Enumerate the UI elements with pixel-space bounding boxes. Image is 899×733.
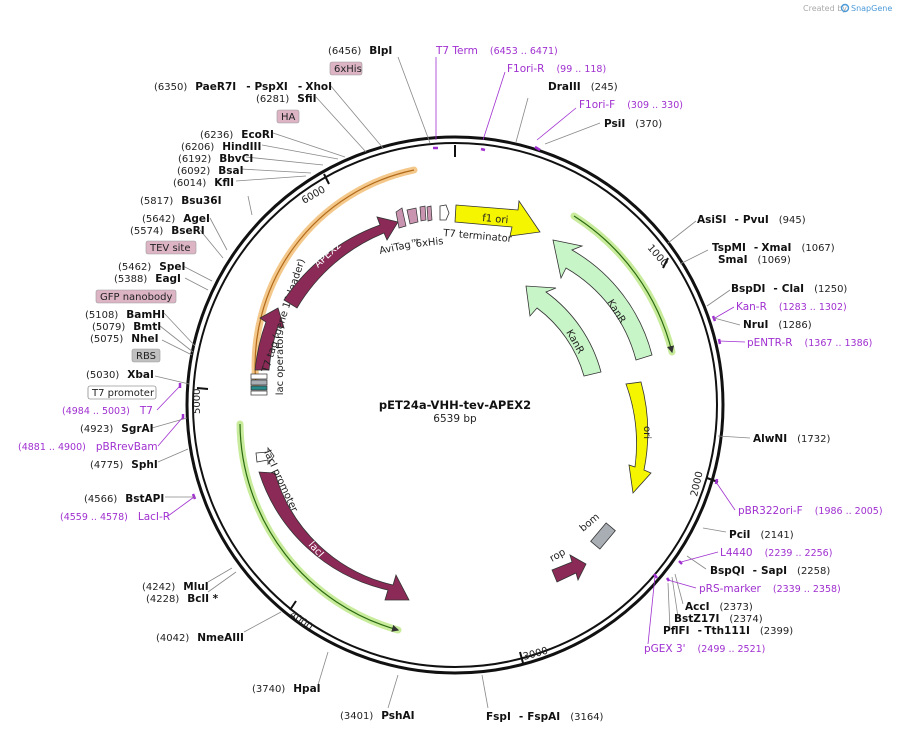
primer-l4440: L4440(2239 .. 2256)	[720, 547, 832, 559]
tick-4000: 4000	[287, 609, 314, 633]
svg-text:RBS: RBS	[136, 351, 156, 362]
tick-5000: 5000	[192, 389, 203, 414]
site-spei: (5462)SpeI	[118, 261, 185, 273]
svg-text:6xHis: 6xHis	[334, 64, 362, 75]
feature-label-6xhis: 6xHis	[415, 236, 444, 250]
site-bstz17i: BstZ17I(2374)	[674, 613, 763, 625]
site-asisi: AsiSI-PvuI(945)	[697, 214, 806, 226]
tag-tev-site: TEV site	[145, 240, 197, 255]
site-bsai: (6092)BsaI	[177, 165, 244, 177]
snapgene-logo-icon	[840, 3, 850, 13]
primer-t7: (4984 .. 5003)T7	[62, 405, 153, 417]
backbone	[185, 135, 725, 675]
site-hpai: (3740)HpaI	[252, 683, 321, 695]
site-nrui: NruI(1286)	[743, 319, 812, 331]
tag-ha: HA	[276, 109, 300, 124]
plasmid-length: 6539 bp	[433, 413, 477, 425]
primer-t7term: T7 Term(6453 .. 6471)	[435, 45, 558, 57]
site-ecori: (6236)EcoRI	[200, 129, 274, 141]
svg-text:TEV site: TEV site	[149, 243, 191, 254]
feature-kanr-outer: KanR	[552, 239, 653, 361]
site-blpi: (6456)BlpI	[328, 45, 392, 57]
site-bmti: (5079)BmtI	[92, 321, 161, 333]
primer-pentr-r: pENTR-R(1367 .. 1386)	[747, 337, 872, 349]
site-fspi: FspI-FspAI(3164)	[486, 711, 604, 723]
site-hindiii: (6206)HindIII	[181, 141, 261, 153]
plasmid-name: pET24a-VHH-tev-APEX2	[379, 398, 531, 412]
feature-kanr-inner: KanR	[525, 285, 602, 377]
svg-text:GFP nanobody: GFP nanobody	[100, 292, 172, 303]
site-smai: SmaI(1069)	[718, 254, 791, 266]
primer-pbrrevbam: (4881 .. 4900)pBRrevBam	[18, 441, 158, 453]
site-kfli: (6014)KflI	[173, 177, 234, 189]
site-bbvci: (6192)BbvCI	[178, 153, 253, 165]
site-bsu36i: (5817)Bsu36I	[140, 195, 222, 207]
primer-leaders	[156, 57, 746, 645]
site-nmeaiii: (4042)NmeAIII	[156, 632, 244, 644]
primer-prs-marker: pRS-marker(2339 .. 2358)	[699, 583, 841, 595]
site-acci: AccI(2373)	[685, 601, 753, 613]
primer-f1ori-r: F1ori-R(99 .. 118)	[507, 63, 606, 75]
svg-text:T7 promoter: T7 promoter	[91, 388, 155, 399]
site-alwni: AlwNI(1732)	[753, 433, 830, 445]
site-tspmi: TspMI-XmaI(1067)	[712, 242, 835, 254]
feature-rop: rop	[548, 547, 587, 583]
primer-f1ori-f: F1ori-F(309 .. 330)	[579, 99, 683, 111]
watermark-prefix: Created by	[803, 4, 847, 13]
feature-label-bom: bom	[578, 512, 602, 535]
site-bamhi: (5108)BamHI	[85, 309, 165, 321]
site-bspdi: BspDI-ClaI(1250)	[731, 283, 847, 295]
site-leaders	[151, 56, 751, 709]
tag-gfp-nanobody: GFP nanobody	[95, 289, 177, 304]
feature-label-t7-terminator: T7 terminator	[442, 228, 513, 245]
site-bspqi: BspQI-SapI(2258)	[710, 565, 830, 577]
site-agei: (5642)AgeI	[142, 213, 210, 225]
primer-kan-r: Kan-R(1283 .. 1302)	[736, 301, 847, 313]
site-bseri: (5574)BseRI	[130, 225, 205, 237]
watermark-brand: SnapGene	[851, 4, 892, 13]
site-pcii: PciI(2141)	[729, 529, 794, 541]
site-bstapi: (4566)BstAPI	[84, 493, 164, 505]
site-sgrai: (4923)SgrAI	[80, 423, 154, 435]
feature-label-rop: rop	[548, 547, 568, 565]
site-draiii: DraIII(245)	[548, 81, 618, 93]
feature-label-f1ori: f1 ori	[482, 213, 509, 226]
primer-pgex3: pGEX 3'(2499 .. 2521)	[644, 643, 765, 655]
feature-ori: ori	[625, 381, 652, 494]
apex2-region-line	[254, 169, 415, 386]
site-pshai: (3401)PshAI	[340, 710, 415, 722]
feature-f1-ori: f1 ori	[454, 199, 541, 237]
tag-t7-promoter: T7 promoter	[87, 385, 157, 400]
feature-label-lac-operator: lac operator	[275, 334, 286, 395]
site-eagi: (5388)EagI	[114, 273, 181, 285]
feature-label-ori: ori	[641, 426, 652, 439]
svg-text:HA: HA	[281, 112, 296, 123]
site-xbai: (5030)XbaI	[86, 369, 154, 381]
site-mlui: (4242)MluI	[142, 581, 209, 593]
site-psii: PsiI(370)	[604, 118, 662, 130]
laci-halo-line	[239, 423, 400, 632]
tag-6xhis: 6xHis	[329, 61, 363, 76]
site-sphi: (4775)SphI	[90, 459, 158, 471]
primer-pbr322ori-f: pBR322ori-F(1986 .. 2005)	[738, 505, 883, 517]
site-sfii: (6281)SfiI	[256, 93, 317, 105]
site-pflfi: PflFI-Tth111I(2399)	[663, 625, 793, 637]
tag-rbs: RBS	[131, 348, 161, 363]
site-nhei: (5075)NheI	[90, 333, 159, 345]
feature-small-boxes: lac operator	[250, 334, 286, 396]
primer-laci-r: (4559 .. 4578)LacI-R	[60, 511, 170, 523]
tick-6000: 6000	[300, 184, 328, 206]
site-paer7i: (6350)PaeR7I-PspXI-XhoI	[154, 81, 332, 93]
site-bcli: (4228)BclI *	[146, 593, 219, 605]
tick-1000: 1000	[645, 243, 670, 269]
position-ticks	[196, 145, 719, 664]
tick-2000: 2000	[689, 470, 705, 497]
feature-bom: bom	[578, 512, 616, 550]
kanr-halo-line	[573, 215, 675, 354]
